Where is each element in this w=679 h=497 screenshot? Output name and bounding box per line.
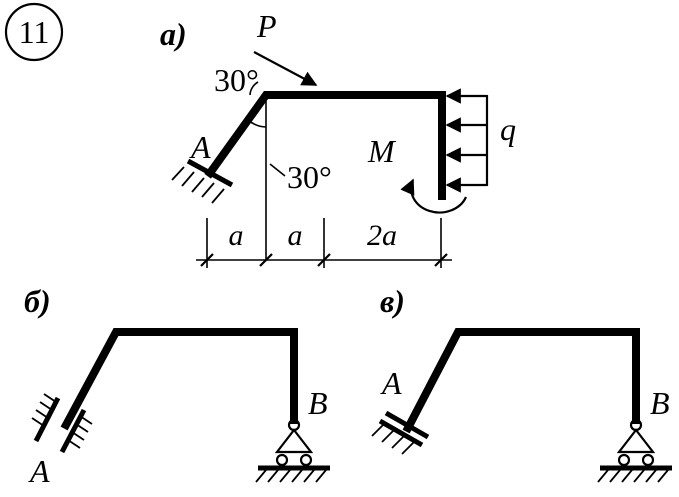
diagram-a-dim-1: a (229, 219, 244, 252)
diagram-a-label-A: A (189, 129, 211, 165)
diagram-b-label-B: B (308, 385, 328, 421)
diagram-a-distributed-load (445, 88, 489, 193)
diagram-a-angle-top: 30° (214, 62, 259, 98)
diagram-a-frame (204, 91, 446, 200)
problem-number-badge: 11 (4, 2, 64, 62)
diagram-a-force-arrow (253, 51, 318, 86)
diagram-a-dim-3: 2a (367, 219, 397, 252)
diagram-a-fixed-support (171, 158, 234, 204)
diagram-a-label-M: M (367, 133, 397, 169)
diagram-c-roller-support (597, 418, 672, 483)
diagram-c-fixed-support (371, 410, 430, 455)
diagram-b-label-A: A (28, 453, 50, 489)
diagram-a-dimension-line (196, 218, 452, 268)
diagram-a-moment-arrow (400, 178, 468, 214)
diagram-b-roller-support (255, 418, 330, 483)
problem-number: 11 (19, 14, 50, 50)
diagram-c: в) A B (371, 283, 672, 483)
diagram-a-label: а) (160, 16, 187, 52)
diagram-b: б) A B (24, 283, 330, 489)
diagram-c-label: в) (380, 283, 405, 319)
diagram-a-label-q: q (500, 111, 516, 147)
diagram-b-frame (60, 328, 298, 431)
diagram-a-dim-2: a (288, 219, 303, 252)
diagram-c-label-B: B (650, 385, 670, 421)
diagram-a-angle-arc-bottom (247, 119, 267, 128)
diagram-a-label-P: P (256, 8, 277, 44)
diagram-a: а) A P 30° 30° (160, 8, 516, 268)
diagram-c-frame (402, 328, 640, 434)
diagram-c-label-A: A (380, 365, 402, 401)
diagram-a-angle-arc-top (249, 81, 259, 96)
diagram-a-angle-bottom: 30° (287, 159, 332, 195)
diagram-b-label: б) (24, 283, 51, 319)
diagram-a-angle-leader (269, 163, 286, 177)
diagram-b-sliding-support (31, 393, 93, 454)
